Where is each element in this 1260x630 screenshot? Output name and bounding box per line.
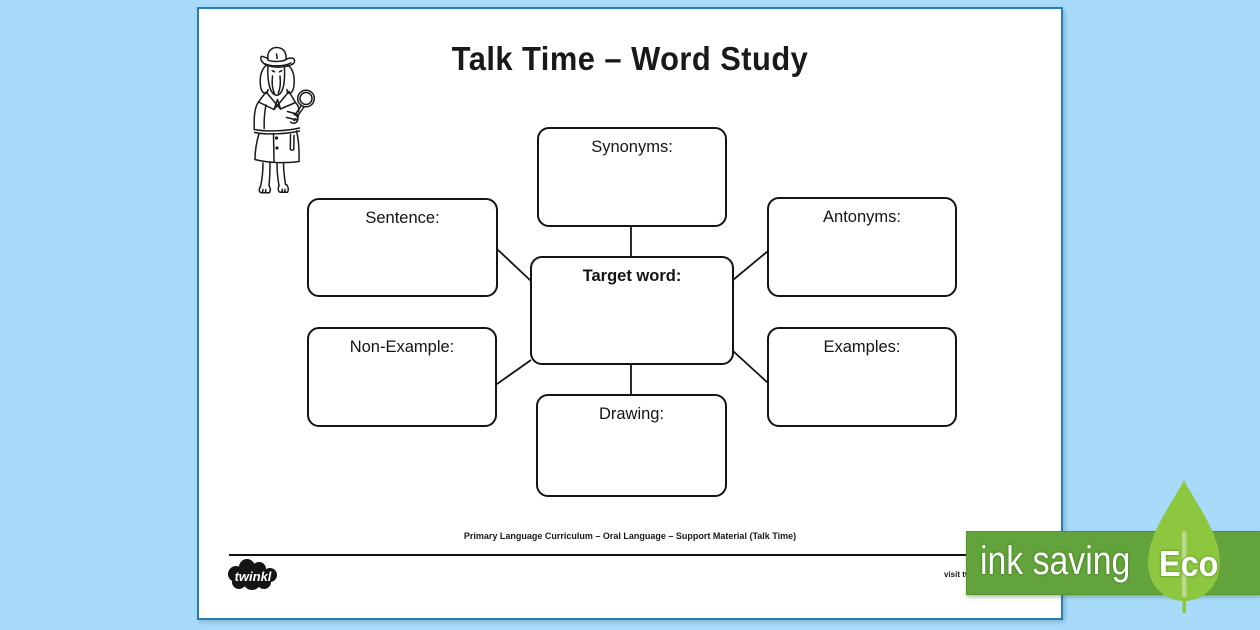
svg-text:twinkl: twinkl [235,569,272,584]
